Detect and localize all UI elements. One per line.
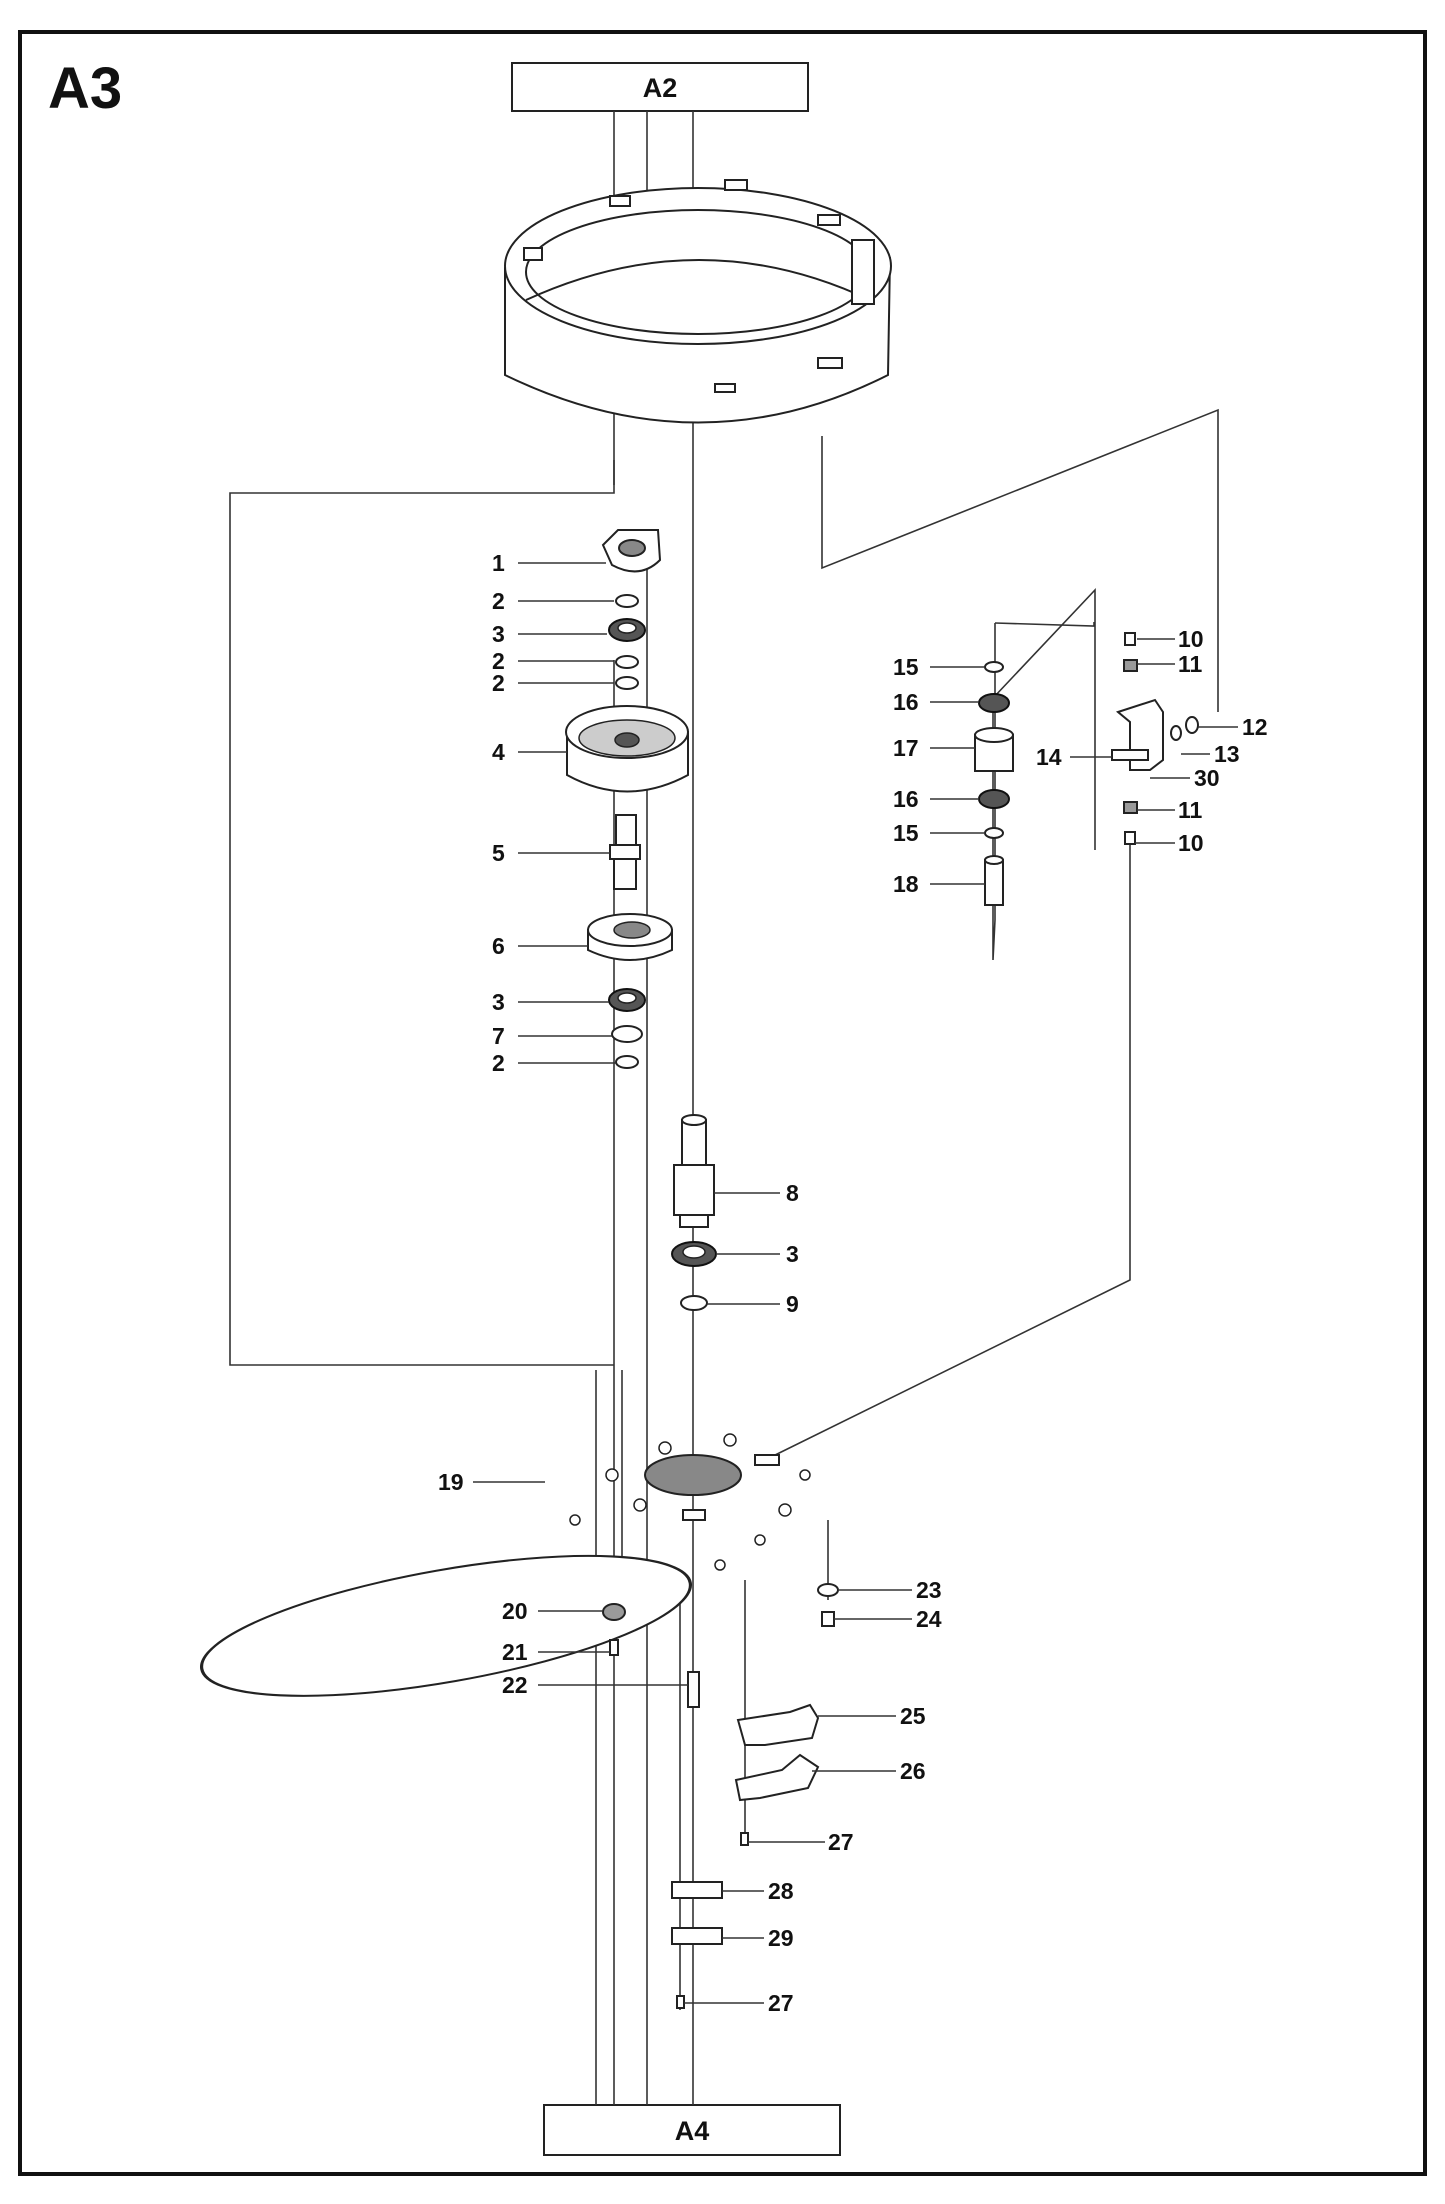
callout-30: 30 [1194, 765, 1220, 791]
part-15-ring-b [984, 827, 1004, 839]
part-27-screw-b [676, 1995, 685, 2009]
callout-17: 17 [893, 735, 919, 761]
part-28-plate [671, 1881, 723, 1899]
callout-26: 26 [900, 1758, 926, 1784]
part-2-ring-c [615, 676, 639, 690]
part-6-hub [587, 913, 673, 961]
connector-top: A2 [511, 62, 809, 112]
part-21-screw [609, 1639, 619, 1656]
part-1-flange [601, 529, 662, 573]
part-17-bushing [974, 727, 1014, 772]
part-22-bolt [687, 1671, 700, 1708]
part-3-bearing-a [608, 618, 646, 642]
callouts: 1 2 3 2 2 4 5 6 3 7 2 8 3 9 10 11 [438, 550, 1268, 2016]
routing-lines [229, 408, 1219, 1461]
callout-25: 25 [900, 1703, 926, 1729]
diagram-border [18, 30, 1427, 2176]
part-15-ring-a [984, 661, 1004, 673]
callout-3a: 3 [492, 621, 505, 647]
part-19-base-plate [199, 1433, 811, 1697]
part-26-plate [734, 1753, 820, 1802]
part-11-nut-b [1123, 801, 1138, 814]
callout-27b: 27 [768, 1990, 794, 2016]
callout-3c: 3 [786, 1241, 799, 1267]
part-9-ring [680, 1295, 708, 1311]
part-16-bearing-a [978, 693, 1010, 713]
part-11-nut-a [1123, 659, 1138, 672]
callout-10b: 10 [1178, 830, 1204, 856]
callout-16b: 16 [893, 786, 919, 812]
connector-bottom-label: A4 [675, 2116, 710, 2146]
callout-20: 20 [502, 1598, 528, 1624]
callout-15a: 15 [893, 654, 919, 680]
part-5-shaft [609, 814, 641, 890]
part-2-ring-d [615, 1055, 639, 1069]
callout-14: 14 [1036, 744, 1062, 770]
part-16-bearing-b [978, 789, 1010, 809]
callout-22: 22 [502, 1672, 528, 1698]
callout-3b: 3 [492, 989, 505, 1015]
callout-2d: 2 [492, 1050, 505, 1076]
callout-29: 29 [768, 1925, 794, 1951]
callout-5: 5 [492, 840, 505, 866]
drum-housing [504, 179, 892, 424]
part-20-washer [602, 1603, 626, 1621]
connector-top-label: A2 [643, 73, 678, 103]
callout-6: 6 [492, 933, 505, 959]
callout-24: 24 [916, 1606, 942, 1632]
callout-7: 7 [492, 1023, 505, 1049]
callout-11b: 11 [1178, 797, 1203, 823]
callout-19: 19 [438, 1469, 464, 1495]
callout-9: 9 [786, 1291, 799, 1317]
callout-2a: 2 [492, 588, 505, 614]
callout-21: 21 [502, 1639, 528, 1665]
callout-27a: 27 [828, 1829, 854, 1855]
callout-8: 8 [786, 1180, 799, 1206]
section-label: A3 [48, 56, 122, 121]
part-10-screw-b [1124, 831, 1136, 845]
part-2-ring-a [615, 594, 639, 608]
part-12-washer [1185, 716, 1199, 734]
callout-10a: 10 [1178, 626, 1204, 652]
part-14-pin [1111, 749, 1149, 761]
part-3-bearing-b [608, 988, 646, 1012]
axis-lines [595, 111, 829, 2105]
part-13-washer [1170, 725, 1182, 741]
callout-12: 12 [1242, 714, 1268, 740]
part-24-screw [821, 1611, 835, 1627]
part-8-spindle [673, 1114, 715, 1228]
callout-23: 23 [916, 1577, 942, 1603]
connector-bottom: A4 [543, 2104, 841, 2156]
part-23-washer [817, 1583, 839, 1597]
part-25-plate [736, 1703, 820, 1746]
callout-11a: 11 [1178, 651, 1203, 677]
part-30-bracket [1115, 698, 1164, 771]
callout-15b: 15 [893, 820, 919, 846]
callout-13: 13 [1214, 741, 1240, 767]
part-2-ring-b [615, 655, 639, 669]
callout-28: 28 [768, 1878, 794, 1904]
part-7-ring [611, 1025, 643, 1043]
callout-4: 4 [492, 739, 505, 765]
part-10-screw-a [1124, 632, 1136, 646]
part-29-plate [671, 1927, 723, 1945]
callout-2b: 2 [492, 648, 505, 674]
callout-2c: 2 [492, 670, 505, 696]
part-4-pulley [565, 705, 689, 793]
callout-1: 1 [492, 550, 505, 576]
part-3-bearing-c [671, 1241, 717, 1267]
callout-18: 18 [893, 871, 919, 897]
callout-16a: 16 [893, 689, 919, 715]
part-18-pin [984, 855, 1004, 906]
part-27-screw-a [740, 1832, 749, 1846]
